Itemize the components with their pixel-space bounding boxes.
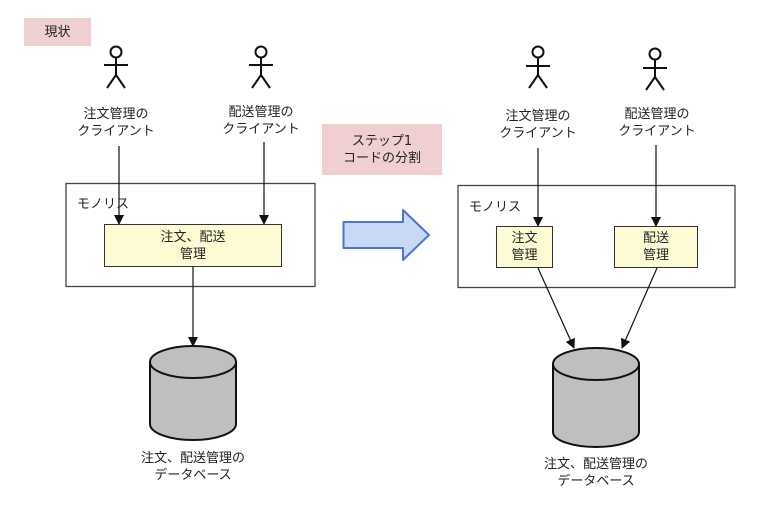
- step-tag-line1: ステップ1: [351, 133, 413, 149]
- client-label-line2: クライアント: [499, 126, 577, 141]
- client-label-line2: クライアント: [618, 124, 696, 139]
- step-tag: ステップ1 コードの分割: [322, 124, 442, 175]
- database-label-line1: 注文、配送管理の: [140, 451, 245, 466]
- actor-icon: [526, 45, 550, 89]
- database-label-line1: 注文、配送管理の: [543, 457, 648, 472]
- current-state-tag: 現状: [24, 18, 91, 46]
- db-arrow: [621, 267, 658, 349]
- current-state-tag-label: 現状: [44, 24, 71, 40]
- module-label-line2: 管理: [642, 248, 669, 263]
- client-label-line1: 注文管理の: [505, 109, 571, 124]
- module-label-line1: 注文: [511, 231, 538, 246]
- module-label-line2: 管理: [511, 248, 538, 263]
- database-label-line2: データベース: [557, 474, 635, 489]
- module-box-delivery: 配送 管理: [614, 226, 698, 268]
- database-label: 注文、配送管理の データベース: [118, 450, 268, 484]
- monolith-title: モノリス: [469, 200, 522, 215]
- module-box-order: 注文 管理: [496, 226, 553, 268]
- database-icon: [149, 345, 237, 441]
- monolith-title: モノリス: [77, 197, 130, 212]
- client-label-line2: クライアント: [222, 122, 300, 137]
- client-label-line1: 注文管理の: [83, 107, 149, 122]
- module-label-line1: 注文、配送: [160, 229, 226, 245]
- database-label: 注文、配送管理の データベース: [521, 456, 671, 490]
- actor-icon: [104, 45, 128, 89]
- module-label-line2: 管理: [179, 246, 206, 262]
- client-label-line1: 配送管理の: [624, 107, 690, 122]
- step-tag-line2: コードの分割: [342, 150, 421, 166]
- database-icon: [552, 347, 640, 448]
- client-label: 配送管理の クライアント: [211, 104, 311, 138]
- actor-icon: [643, 47, 667, 91]
- client-label-line2: クライアント: [77, 124, 155, 139]
- module-label-line1: 配送: [642, 231, 669, 246]
- client-label: 注文管理の クライアント: [488, 108, 588, 142]
- database-label-line2: データベース: [154, 468, 232, 483]
- client-label: 注文管理の クライアント: [66, 106, 166, 140]
- actor-icon: [249, 45, 273, 89]
- module-box: 注文、配送 管理: [104, 224, 282, 267]
- client-label-line1: 配送管理の: [228, 105, 294, 120]
- client-label: 配送管理の クライアント: [607, 106, 707, 140]
- right-arrow-icon: [342, 209, 430, 261]
- db-arrow: [537, 267, 575, 349]
